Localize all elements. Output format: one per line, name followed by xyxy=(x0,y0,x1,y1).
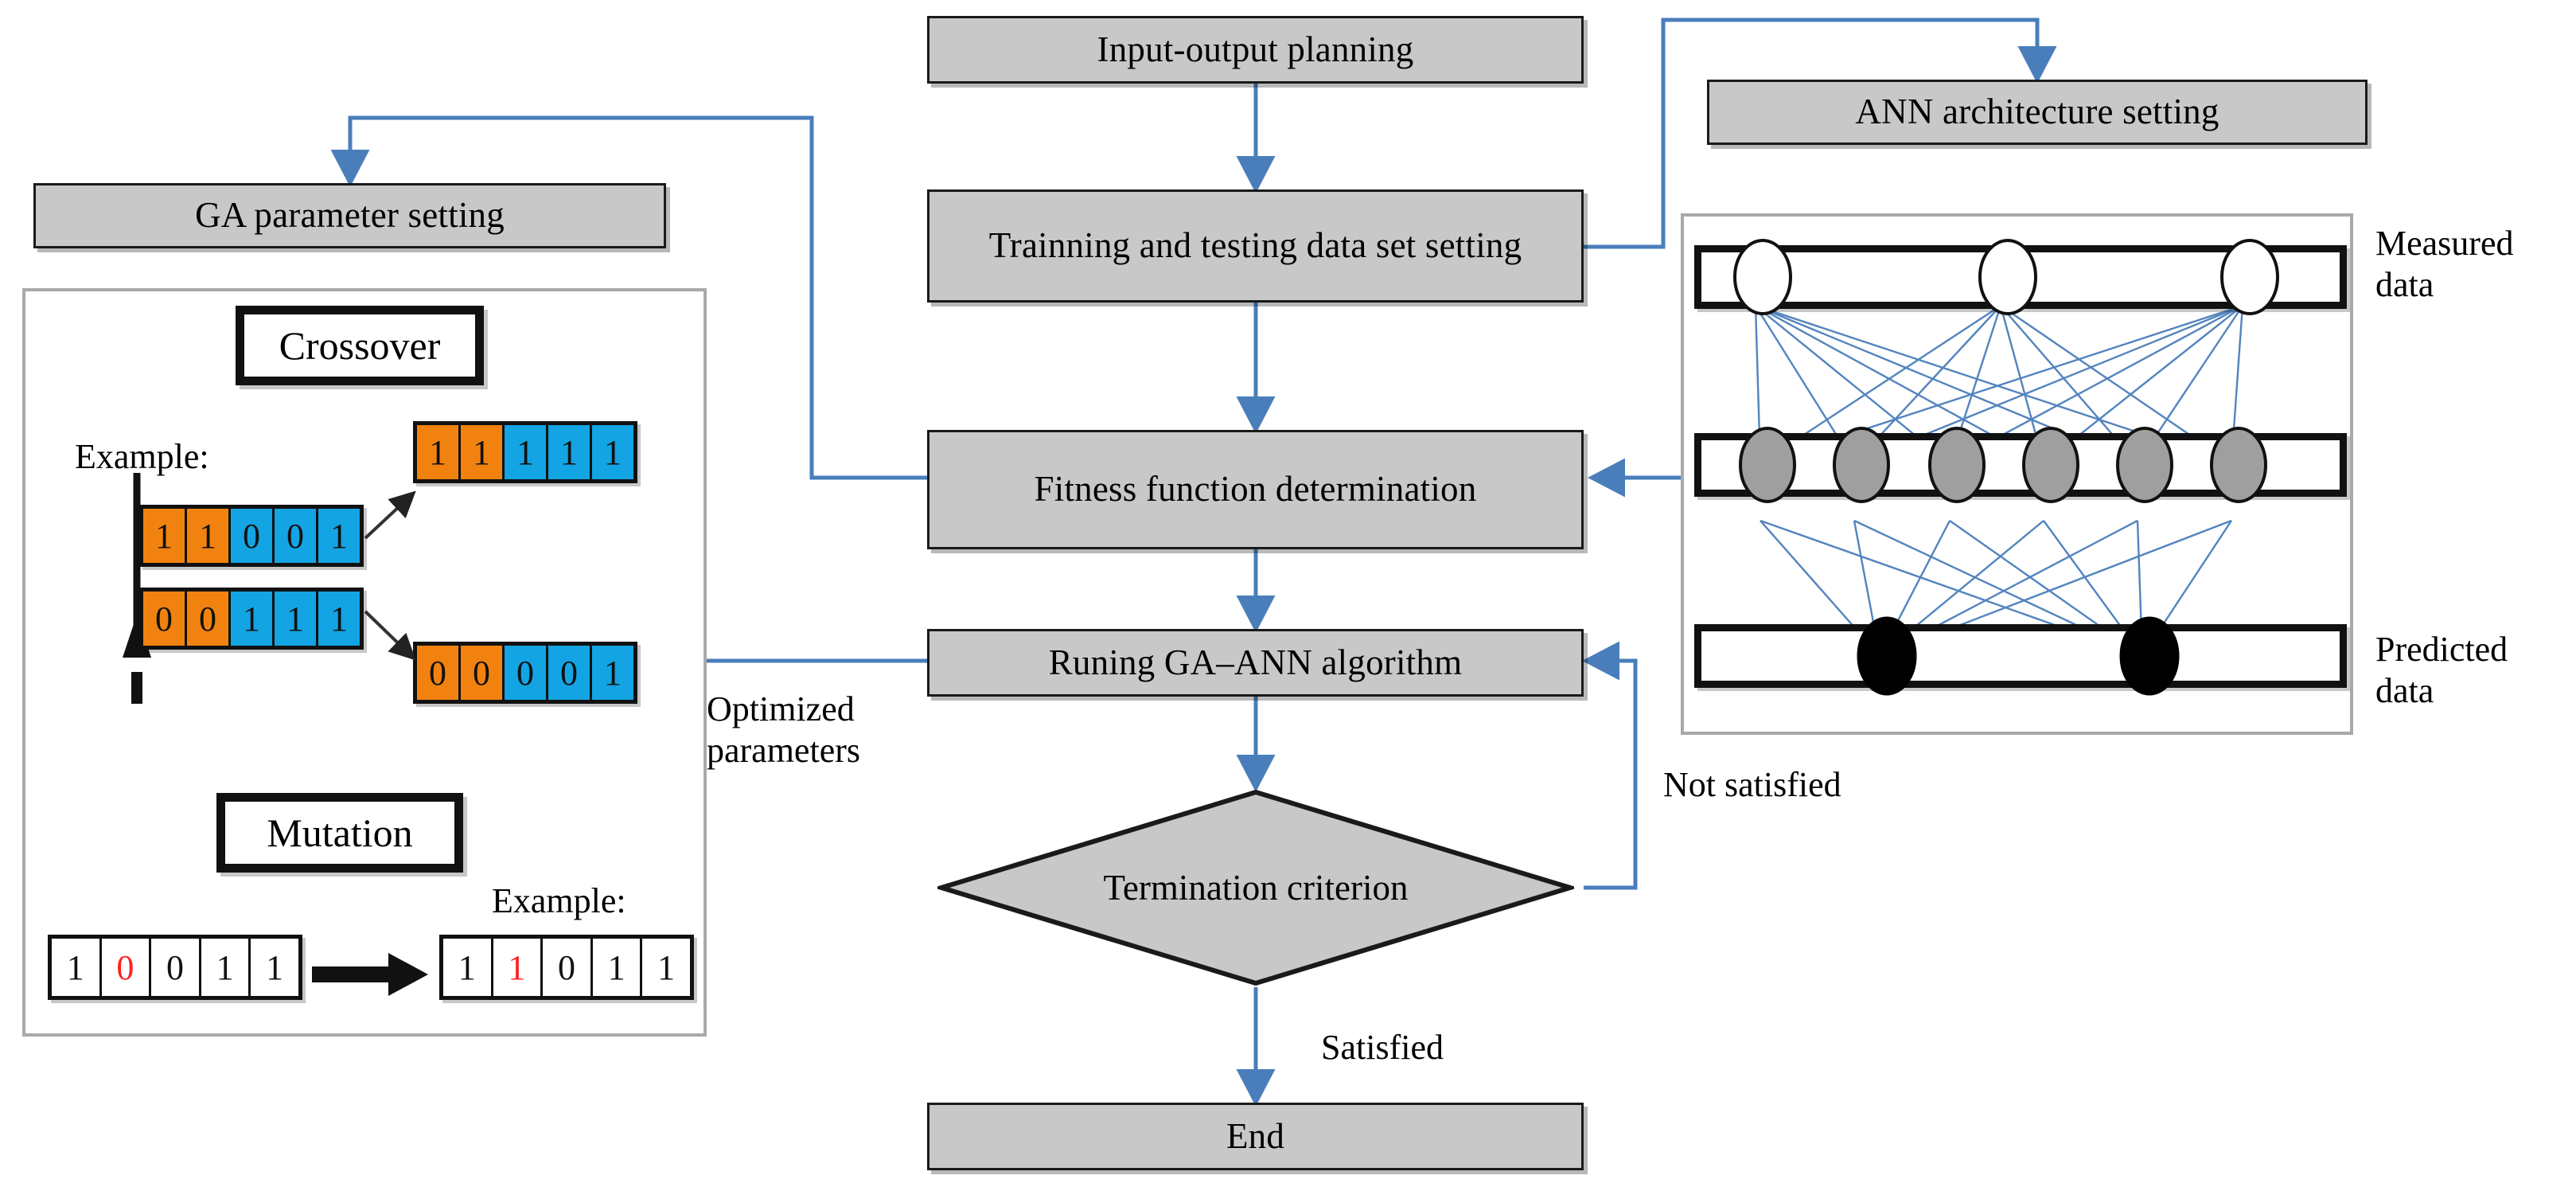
flow-box-label: End xyxy=(1226,1115,1285,1156)
bit-cell: 1 xyxy=(592,939,643,996)
bit-cell: 0 xyxy=(231,509,275,563)
bit-cell: 0 xyxy=(543,939,593,996)
mutation-title-box: Mutation xyxy=(216,793,463,873)
bit-cell: 1 xyxy=(417,425,461,479)
mutation-example-label: Example: xyxy=(492,881,626,920)
crossover-title-box: Crossover xyxy=(236,306,484,385)
ann-input-layer-bar xyxy=(1694,239,2347,315)
ann-measured-data-label: Measured data xyxy=(2375,224,2514,304)
bit-cell-highlight: 1 xyxy=(493,939,544,996)
crossover-example-label: Example: xyxy=(75,437,209,476)
edge-label-optimized-parameters: Optimized parameters xyxy=(707,689,860,770)
flow-box-label: Trainning and testing data set setting xyxy=(988,225,1522,266)
edge-label-not-satisfied: Not satisfied xyxy=(1663,765,1841,804)
mutation-title: Mutation xyxy=(267,810,413,855)
flow-box-ga-parameter-setting[interactable]: GA parameter setting xyxy=(33,183,666,248)
ann-predicted-data-label: Predicted data xyxy=(2375,630,2508,710)
crossover-parent-1: 1 1 0 0 1 xyxy=(139,505,364,567)
bit-cell: 1 xyxy=(592,425,633,479)
bit-cell: 1 xyxy=(592,646,633,700)
ann-network-panel xyxy=(1681,213,2353,735)
ann-output-layer-bar xyxy=(1694,616,2347,696)
mutation-arrow-icon xyxy=(312,953,428,996)
bit-cell: 0 xyxy=(187,592,231,646)
flow-box-label: Fitness function determination xyxy=(1034,469,1477,510)
bit-cell: 1 xyxy=(642,939,690,996)
crossover-offspring-2: 0 0 0 0 1 xyxy=(413,642,637,704)
bit-cell: 0 xyxy=(417,646,461,700)
flow-box-label: ANN architecture setting xyxy=(1855,92,2219,132)
bit-cell: 1 xyxy=(251,939,298,996)
bit-cell: 1 xyxy=(548,425,592,479)
ann-hidden-layer-bar xyxy=(1694,427,2347,503)
bit-cell: 1 xyxy=(143,509,187,563)
bit-cell: 1 xyxy=(318,592,360,646)
bit-cell: 0 xyxy=(461,646,505,700)
bit-cell: 0 xyxy=(275,509,318,563)
flow-box-fitness-function-determination[interactable]: Fitness function determination xyxy=(927,430,1584,549)
flow-box-running-ga-ann-algorithm[interactable]: Runing GA–ANN algorithm xyxy=(927,629,1584,697)
bit-cell: 1 xyxy=(275,592,318,646)
flow-box-input-output-planning[interactable]: Input-output planning xyxy=(927,16,1584,84)
ga-operations-panel: Crossover Example: 1 1 0 0 1 0 0 1 1 1 1… xyxy=(22,288,707,1037)
bit-cell: 1 xyxy=(187,509,231,563)
bit-cell: 1 xyxy=(52,939,102,996)
mutation-after-string: 1 1 0 1 1 xyxy=(439,935,694,1000)
bit-cell: 1 xyxy=(201,939,251,996)
edge-label-satisfied: Satisfied xyxy=(1321,1028,1444,1067)
bit-cell: 0 xyxy=(505,646,548,700)
bit-cell: 1 xyxy=(231,592,275,646)
flow-box-training-testing-data-set-setting[interactable]: Trainning and testing data set setting xyxy=(927,189,1584,303)
crossover-swap-arrows xyxy=(364,490,416,661)
crossover-title: Crossover xyxy=(279,323,441,368)
crossover-parent-2: 0 0 1 1 1 xyxy=(139,588,364,650)
bit-cell: 0 xyxy=(143,592,187,646)
bit-cell: 1 xyxy=(505,425,548,479)
flow-box-end[interactable]: End xyxy=(927,1103,1584,1170)
bit-cell: 0 xyxy=(151,939,201,996)
bit-cell: 1 xyxy=(318,509,360,563)
decision-termination-criterion[interactable]: Termination criterion xyxy=(937,788,1574,987)
mutation-before-string: 1 0 0 1 1 xyxy=(48,935,302,1000)
bit-cell: 1 xyxy=(443,939,493,996)
crossover-offspring-1: 1 1 1 1 1 xyxy=(413,421,637,483)
flow-box-label: Runing GA–ANN algorithm xyxy=(1048,642,1463,682)
bit-cell-highlight: 0 xyxy=(101,939,152,996)
flow-box-label: GA parameter setting xyxy=(195,195,505,236)
bit-cell: 1 xyxy=(461,425,505,479)
flow-box-ann-architecture-setting[interactable]: ANN architecture setting xyxy=(1707,80,2368,145)
bit-cell: 0 xyxy=(548,646,592,700)
flow-box-label: Input-output planning xyxy=(1097,29,1414,69)
